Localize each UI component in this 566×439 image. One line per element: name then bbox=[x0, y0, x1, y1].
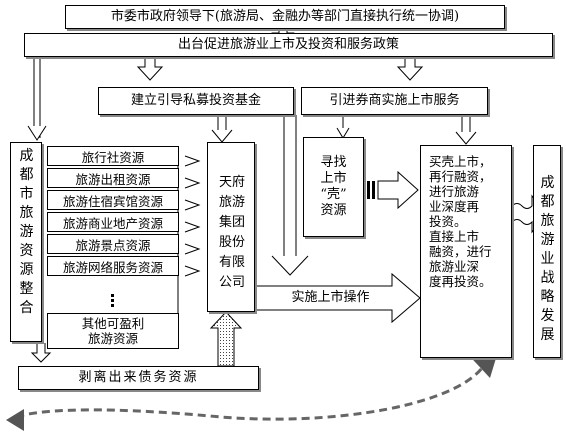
shell-text: 寻找 上市 “壳” 资源 bbox=[320, 155, 347, 218]
debt-box: 剥离出来债务资源 bbox=[18, 366, 259, 390]
arrow-broker-to-shell bbox=[336, 115, 350, 139]
chevrons-resources-to-group bbox=[184, 155, 201, 277]
listing-text: 买壳上市， 再行融资， 进行旅游 业深度再 投资。 直接上市 融资，进行 旅游业… bbox=[429, 154, 492, 289]
arrow-broker-to-listing bbox=[455, 115, 477, 145]
broker-box: 引进券商实施上市服务 bbox=[301, 87, 488, 115]
strategy-box: 成都旅游业战略发展 bbox=[533, 145, 561, 358]
arrow-policy-to-integration bbox=[27, 57, 47, 141]
policy-box: 出台促进旅游业上市及投资和服务政策 bbox=[24, 33, 553, 57]
arrow-fund-to-group bbox=[211, 117, 233, 143]
listing-box: 买壳上市， 再行融资， 进行旅游 业深度再 投资。 直接上市 融资，进行 旅游业… bbox=[420, 145, 512, 358]
arrow-broker-down-to-operation bbox=[271, 115, 309, 276]
resource-taxi: 旅游出租资源 bbox=[47, 168, 179, 188]
arrow-debt-to-group bbox=[209, 311, 243, 367]
fund-box: 建立引导私募投资基金 bbox=[98, 87, 294, 115]
integration-text: 成都市旅游资源整合 bbox=[19, 148, 34, 316]
top-banner-box: 市委市政府领导下(旅游局、金融办等部门直接执行统一协调) bbox=[65, 5, 505, 29]
arrow-integration-to-debt bbox=[30, 343, 52, 363]
shell-box: 寻找 上市 “壳” 资源 bbox=[303, 137, 364, 237]
arrow-group-to-operation bbox=[255, 272, 421, 324]
broker-text: 引进券商实施上市服务 bbox=[329, 93, 460, 108]
resource-network-service: 旅游网络服务资源 bbox=[47, 256, 179, 276]
resource-commercial-property: 旅游商业地产资源 bbox=[47, 212, 179, 232]
arrow-policy-to-broker bbox=[396, 57, 424, 81]
debt-text: 剥离出来债务资源 bbox=[78, 370, 199, 385]
arrow-policy-to-fund bbox=[136, 57, 164, 81]
group-text: 天府旅游集团股份有限公司 bbox=[218, 175, 245, 290]
resource-scenic-spot: 旅游景点资源 bbox=[47, 234, 179, 254]
operation-text: 实施上市操作 bbox=[291, 290, 370, 305]
resource-hotel: 旅游住宿宾馆资源 bbox=[47, 190, 179, 210]
ellipsis-dots bbox=[111, 294, 114, 307]
strategy-text: 成都旅游业战略发展 bbox=[540, 175, 555, 343]
resource-other: 其他可盈利 旅游资源 bbox=[47, 313, 179, 349]
fund-text: 建立引导私募投资基金 bbox=[130, 93, 261, 108]
top-banner-text: 市委市政府领导下(旅游局、金融办等部门直接执行统一协调) bbox=[110, 9, 460, 24]
group-box: 天府旅游集团股份有限公司 bbox=[207, 142, 255, 312]
integration-box: 成都市旅游资源整合 bbox=[10, 142, 42, 342]
arrow-shell-to-listing bbox=[367, 170, 419, 210]
operation-label-box: 实施上市操作 bbox=[270, 286, 391, 312]
policy-text: 出台促进旅游业上市及投资和服务政策 bbox=[177, 37, 399, 52]
resource-travel-agency: 旅行社资源 bbox=[47, 146, 179, 166]
